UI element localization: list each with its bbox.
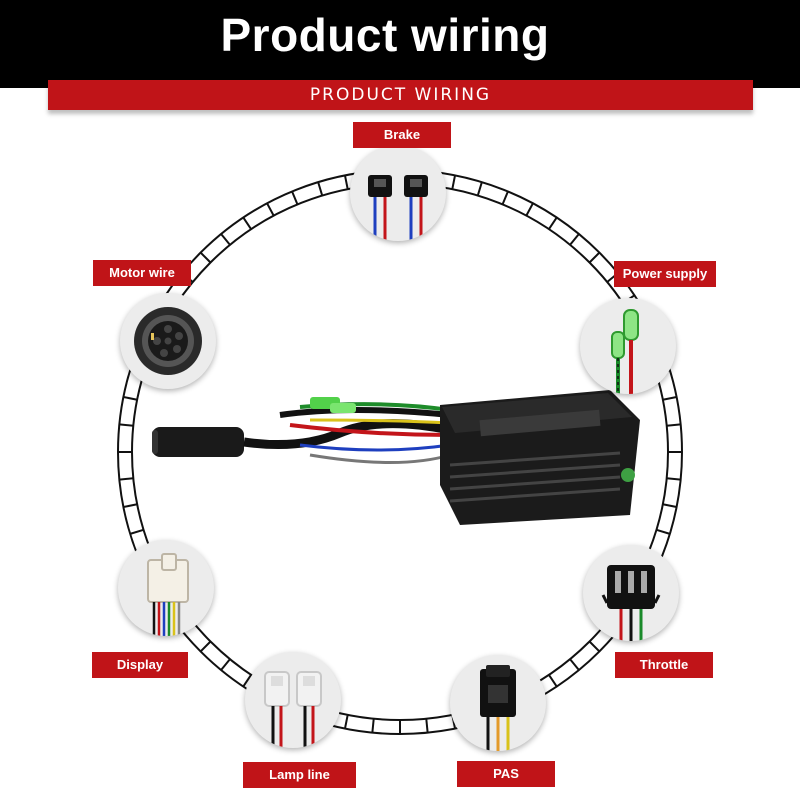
label-motor-wire: Motor wire (93, 260, 191, 286)
throttle-connector-image (583, 545, 679, 641)
label-pas: PAS (457, 761, 555, 787)
ring-tick (119, 477, 134, 481)
pas-connector-image (450, 655, 546, 751)
ring-tick (199, 251, 212, 264)
label-lamp-line: Lamp line (243, 762, 356, 788)
display-connector-image (118, 540, 214, 636)
label-throttle: Throttle (615, 652, 713, 678)
ring-tick (662, 396, 677, 401)
controller-box (152, 390, 640, 525)
power-supply-connector-image (580, 298, 676, 394)
ring-tick (123, 396, 138, 401)
ring-tick (220, 233, 231, 246)
ring-tick (501, 191, 509, 205)
ring-tick (656, 528, 671, 535)
ring-tick (123, 503, 138, 508)
ring-tick (666, 423, 681, 427)
motor-wire-connector-image (120, 293, 216, 389)
label-display: Display (92, 652, 188, 678)
ring-tick (242, 216, 252, 230)
header-bar: Product wiring (0, 0, 800, 88)
ring-tick (220, 658, 231, 671)
ring-tick (266, 202, 275, 217)
ring-tick (666, 477, 681, 481)
section-banner: PRODUCT WIRING (48, 80, 753, 110)
page-title: Product wiring (220, 9, 550, 61)
ring-tick (588, 640, 601, 653)
ring-tick (199, 640, 212, 653)
ring-tick (344, 714, 349, 729)
brake-connector-image (350, 145, 446, 241)
ring-tick (291, 191, 299, 205)
label-power-supply: Power supply (614, 261, 716, 287)
ring-tick (371, 718, 375, 733)
ring-tick (344, 175, 349, 190)
ring-tick (548, 674, 558, 688)
ring-tick (129, 528, 144, 535)
lamp-line-connector-image (245, 652, 341, 748)
ring-tick (569, 658, 580, 671)
banner-label: PRODUCT WIRING (309, 85, 492, 105)
ring-tick (548, 216, 558, 230)
label-brake: Brake (353, 122, 451, 148)
ring-tick (525, 202, 534, 217)
ring-tick (119, 423, 134, 427)
ring-tick (425, 718, 429, 733)
ring-tick (588, 251, 601, 264)
ring-tick (662, 503, 677, 508)
ring-tick (451, 175, 456, 190)
ring-tick (476, 181, 483, 196)
ring-tick (317, 181, 324, 196)
ring-tick (569, 233, 580, 246)
